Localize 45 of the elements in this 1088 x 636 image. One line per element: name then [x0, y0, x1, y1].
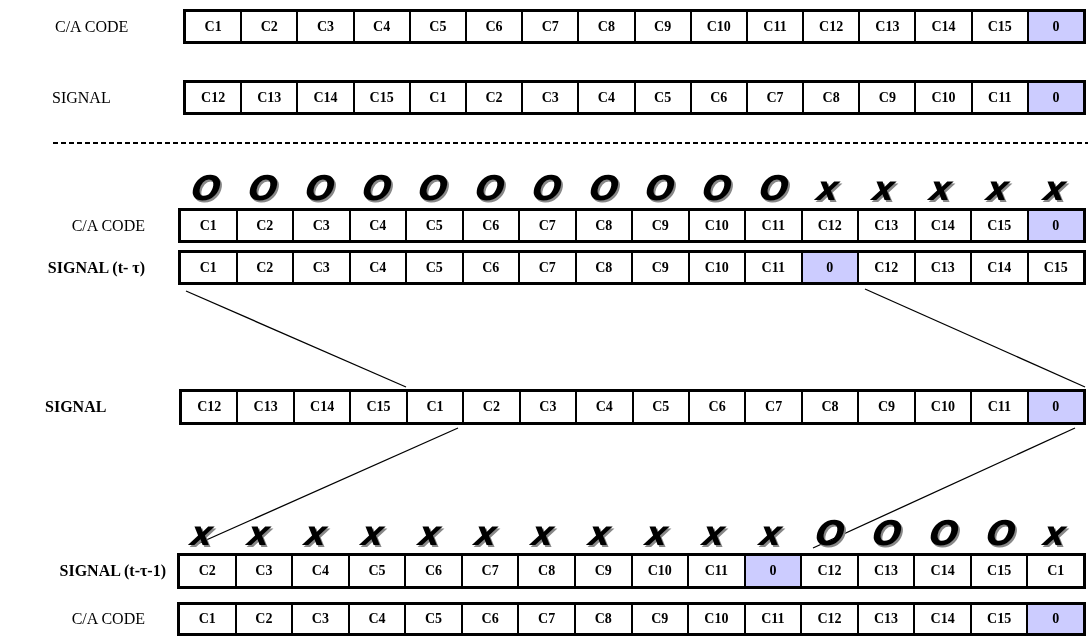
result-mark: x — [359, 516, 387, 550]
result-mark: x — [814, 171, 841, 205]
result-mark: x — [927, 171, 955, 205]
code-cell: 0 — [743, 556, 801, 586]
result-mark: x — [1041, 516, 1068, 550]
result-mark: x — [586, 516, 614, 550]
row-label: SIGNAL (t- τ) — [47, 257, 145, 278]
result-mark: O — [870, 516, 905, 550]
result-mark: x — [643, 516, 671, 550]
result-mark: O — [303, 171, 338, 205]
result-mark: O — [927, 516, 962, 550]
code-cell: 0 — [1026, 605, 1083, 633]
result-mark: O — [417, 171, 451, 205]
code-cell: 0 — [800, 253, 857, 282]
row-label: SIGNAL — [45, 397, 107, 417]
result-mark: O — [984, 516, 1019, 550]
row-label: SIGNAL (t-τ-1) — [59, 561, 166, 581]
result-mark: x — [245, 516, 273, 550]
result-mark: O — [530, 171, 565, 205]
result-mark: O — [644, 171, 678, 205]
result-mark: O — [757, 171, 792, 205]
row-label: C/A CODE — [71, 609, 145, 629]
result-mark: x — [302, 516, 330, 550]
result-mark: O — [360, 171, 394, 205]
result-mark: x — [529, 516, 557, 550]
result-mark: x — [189, 516, 216, 550]
result-mark: O — [190, 171, 224, 205]
result-mark: x — [1041, 171, 1068, 205]
row-label: SIGNAL — [52, 87, 111, 108]
result-mark: x — [757, 516, 784, 550]
code-cell: 0 — [1026, 211, 1083, 240]
result-mark: O — [473, 171, 508, 205]
code-cell: 0 — [1026, 83, 1083, 112]
result-mark: x — [416, 516, 443, 550]
result-mark: O — [700, 171, 735, 205]
result-mark: O — [587, 171, 621, 205]
code-cell: 0 — [1026, 392, 1083, 422]
result-mark: x — [473, 516, 500, 550]
row-label: C/A CODE — [55, 16, 129, 37]
row-label: C/A CODE — [71, 215, 145, 236]
code-cell: 0 — [1026, 12, 1083, 41]
result-mark: x — [871, 171, 898, 205]
result-mark: x — [700, 516, 728, 550]
result-mark: x — [984, 171, 1012, 205]
result-mark: O — [246, 171, 281, 205]
